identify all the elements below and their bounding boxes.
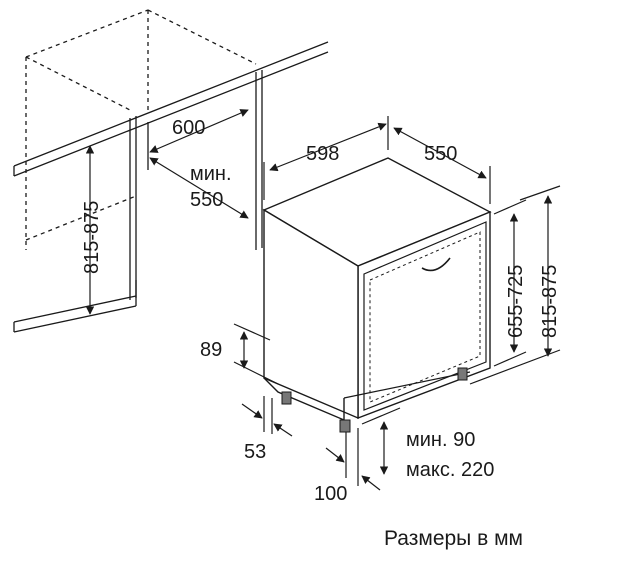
dishwasher-side — [263, 208, 359, 420]
dishwasher — [262, 157, 492, 422]
label-plinth-height: 89 — [200, 339, 222, 361]
label-plinth-gap-max: макс. 220 — [406, 459, 494, 481]
label-appliance-width: 598 — [306, 143, 339, 165]
niche-floor — [13, 280, 137, 333]
label-appliance-height: 815-875 — [539, 265, 561, 338]
label-cabinet-width: 600 — [172, 117, 205, 139]
plinth — [263, 377, 345, 422]
niche-side-panel — [129, 70, 263, 300]
label-appliance-depth: 550 — [424, 143, 457, 165]
dimension-lines — [85, 109, 561, 491]
foot-left — [281, 391, 292, 405]
label-plinth-gap-min: мин. 90 — [406, 429, 475, 451]
countertop — [13, 41, 329, 177]
foot-front — [339, 419, 351, 433]
dishwasher-door — [363, 221, 487, 411]
label-foot-offset: 100 — [314, 483, 347, 505]
label-plinth-offset: 53 — [244, 441, 266, 463]
door-handle — [421, 257, 451, 272]
label-niche-depth: 550 — [190, 189, 223, 211]
label-niche-height: 815-875 — [81, 201, 103, 274]
units-caption: Размеры в мм — [384, 527, 523, 550]
label-door-height: 655-725 — [505, 265, 527, 338]
cabinet-dashed-outline — [25, 9, 257, 250]
dishwasher-door-inner — [369, 231, 481, 403]
label-niche-depth-prefix: мин. — [190, 163, 232, 185]
dishwasher-feet — [281, 367, 468, 433]
foot-right — [457, 367, 468, 381]
